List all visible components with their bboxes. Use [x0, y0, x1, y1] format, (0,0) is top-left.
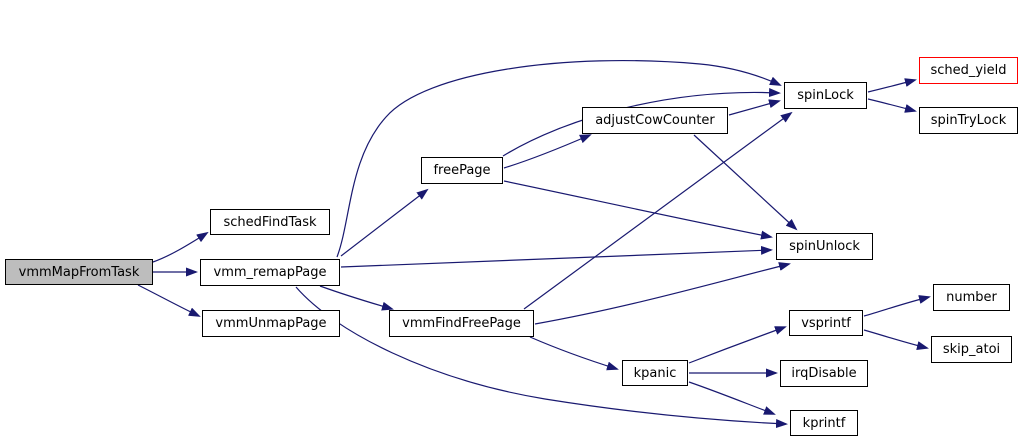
node-label-vmm_remapPage: vmm_remapPage — [213, 265, 327, 280]
node-label-kprintf: kprintf — [802, 415, 846, 431]
edge-vmm_remapPage-to-vmmFindFreePage — [319, 285, 394, 311]
edge-adjustCowCounter-to-spinUnlock — [693, 134, 798, 231]
node-vmmUnmapPage[interactable]: vmmUnmapPage — [202, 310, 340, 337]
node-label-sched_yield: sched_yield — [930, 63, 1007, 78]
node-label-vmmUnmapPage: vmmUnmapPage — [215, 316, 327, 331]
node-label-spinLock: spinLock — [797, 88, 854, 103]
edge-kpanic-to-kprintf — [688, 381, 776, 415]
node-freePage[interactable]: freePage — [421, 157, 503, 184]
node-sched_yield[interactable]: sched_yield — [919, 57, 1018, 84]
edge-freePage-to-spinUnlock — [503, 180, 773, 240]
node-label-skip_atoi: skip_atoi — [942, 342, 1001, 357]
edge-vmmFindFreePage-to-spinLock — [523, 111, 793, 310]
edge-adjustCowCounter-to-spinLock — [728, 99, 781, 116]
edge-vmm_remapPage-to-freePage — [340, 188, 429, 257]
edge-vmm_remapPage-to-spinUnlock — [340, 245, 773, 268]
node-spinUnlock[interactable]: spinUnlock — [776, 233, 873, 260]
node-kpanic[interactable]: kpanic — [622, 360, 688, 386]
node-label-schedFindTask: schedFindTask — [223, 214, 317, 230]
node-label-freePage: freePage — [433, 163, 491, 178]
node-label-spinTryLock: spinTryLock — [930, 113, 1007, 128]
edge-vmm_remapPage-to-kprintf — [295, 286, 788, 429]
node-label-vsprintf: vsprintf — [801, 315, 851, 331]
node-kprintf[interactable]: kprintf — [790, 410, 858, 436]
node-vmmFindFreePage[interactable]: vmmFindFreePage — [389, 310, 534, 337]
edge-kpanic-to-vsprintf — [688, 326, 787, 364]
edge-vmmMapFromTask-to-schedFindTask — [152, 231, 209, 263]
node-spinTryLock[interactable]: spinTryLock — [919, 107, 1018, 134]
edge-spinLock-to-spinTryLock — [867, 98, 917, 113]
node-vsprintf[interactable]: vsprintf — [789, 310, 863, 336]
edge-vsprintf-to-number — [863, 295, 931, 317]
edge-vmmFindFreePage-to-spinUnlock — [534, 262, 791, 325]
edge-vmmMapFromTask-to-vmmUnmapPage — [137, 284, 201, 317]
node-label-vmmFindFreePage: vmmFindFreePage — [402, 316, 521, 331]
node-number[interactable]: number — [933, 284, 1010, 311]
node-skip_atoi[interactable]: skip_atoi — [931, 336, 1012, 363]
node-schedFindTask[interactable]: schedFindTask — [210, 209, 330, 235]
node-adjustCowCounter[interactable]: adjustCowCounter — [582, 107, 728, 134]
edge-vsprintf-to-skip_atoi — [863, 329, 929, 350]
node-label-kpanic: kpanic — [633, 365, 677, 381]
node-vmm_remapPage[interactable]: vmm_remapPage — [200, 259, 340, 286]
edge-freePage-to-adjustCowCounter — [503, 134, 592, 169]
edge-vmmFindFreePage-to-kpanic — [529, 336, 619, 371]
node-label-adjustCowCounter: adjustCowCounter — [595, 113, 715, 128]
node-label-spinUnlock: spinUnlock — [789, 239, 860, 254]
node-irqDisable[interactable]: irqDisable — [780, 360, 868, 387]
node-label-number: number — [946, 290, 997, 305]
node-label-vmmMapFromTask: vmmMapFromTask — [18, 264, 140, 280]
node-spinLock[interactable]: spinLock — [784, 82, 867, 109]
node-label-irqDisable: irqDisable — [791, 366, 857, 381]
edge-spinLock-to-sched_yield — [867, 78, 917, 93]
node-vmmMapFromTask[interactable]: vmmMapFromTask — [5, 259, 153, 285]
edge-vmm_remapPage-to-spinLock — [336, 60, 782, 258]
